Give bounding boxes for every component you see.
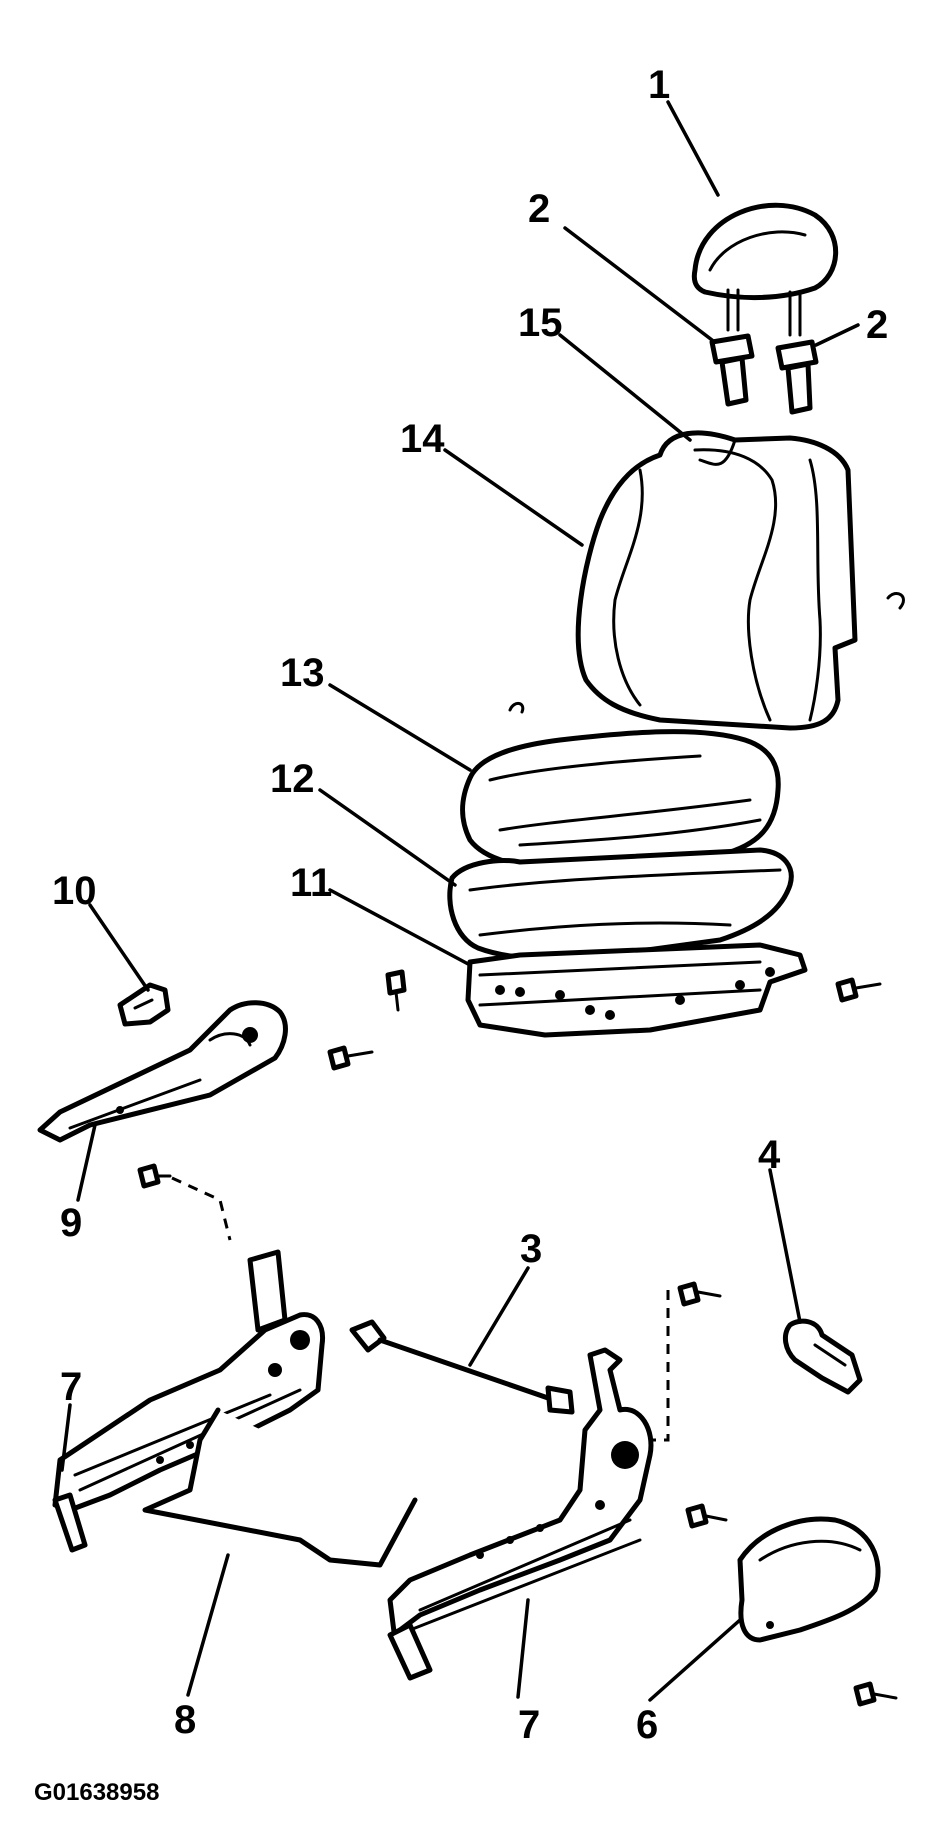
callout-2: 2 (866, 303, 888, 347)
leader-11 (328, 888, 472, 967)
leader-9 (76, 1123, 97, 1202)
leader-4 (768, 1168, 802, 1324)
connecting-rod-part (349, 1319, 575, 1415)
callout-10: 10 (52, 869, 97, 913)
leader-1 (666, 100, 720, 197)
adjuster-bar-part (142, 1407, 418, 1568)
bolt-center (385, 969, 407, 1012)
leader-3 (468, 1266, 530, 1367)
bolt-frame-right (835, 977, 882, 1003)
leader-12 (318, 788, 457, 887)
leader-7a (60, 1403, 72, 1472)
recliner-cover-part (737, 1516, 881, 1643)
headrest-part (691, 202, 839, 337)
seat-back-part (575, 430, 905, 731)
seat-cushion-cover-part (460, 702, 781, 871)
seat-cushion-part (447, 847, 794, 962)
callout-6: 6 (636, 1703, 658, 1747)
figure-reference: G01638958 (34, 1779, 159, 1806)
headrest-guide-left (709, 333, 755, 407)
leader-15 (558, 333, 692, 442)
bolt-cover-lower (853, 1681, 898, 1707)
callout-4: 4 (758, 1133, 781, 1177)
callout-8: 8 (174, 1698, 196, 1742)
callout-2: 2 (528, 187, 550, 231)
side-shield-part (37, 1000, 288, 1143)
callout-1: 1 (648, 63, 670, 107)
leader-2a (563, 226, 714, 342)
lever-handle-part (782, 1318, 863, 1395)
bolt-left-upper (137, 1163, 232, 1241)
callout-13: 13 (280, 651, 325, 695)
callout-7: 7 (60, 1365, 82, 1409)
seat-frame-part (465, 942, 808, 1038)
leader-6 (648, 1618, 742, 1702)
callout-11: 11 (290, 861, 332, 905)
leader-2b (814, 323, 860, 347)
callout-3: 3 (520, 1227, 542, 1271)
callout-9: 9 (60, 1201, 82, 1245)
leader-10 (88, 903, 150, 992)
seat-adjuster-left-part (52, 1249, 326, 1553)
callout-14: 14 (400, 417, 445, 461)
callout-7: 7 (518, 1703, 540, 1747)
leader-13 (328, 683, 472, 772)
callout-12: 12 (270, 757, 315, 801)
bolt-recliner-cover (327, 1045, 374, 1071)
headrest-guide-right (775, 339, 819, 415)
callout-15: 15 (518, 301, 563, 345)
bolt-right-lower (685, 1503, 728, 1529)
leader-7b (516, 1598, 530, 1699)
seat-adjuster-right-part (387, 1347, 654, 1681)
leader-8 (186, 1553, 230, 1697)
trim-cover-part (117, 982, 171, 1027)
leader-14 (443, 448, 584, 547)
